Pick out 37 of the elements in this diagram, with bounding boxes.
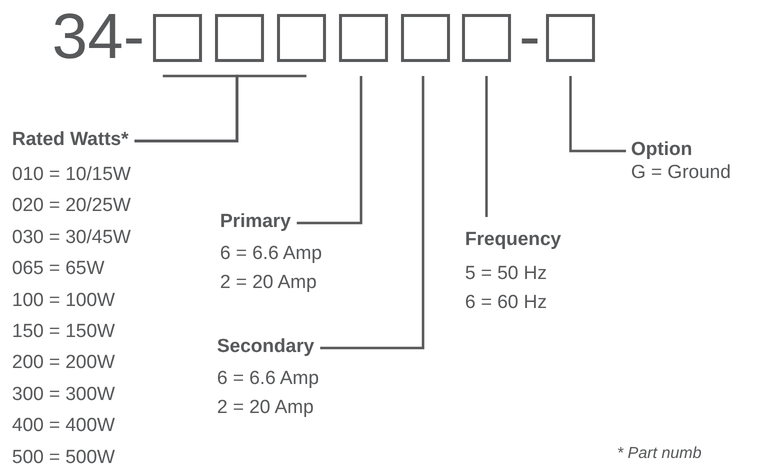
part-number-prefix: 34-	[52, 0, 144, 72]
leader-line	[485, 76, 488, 217]
code-value: 010 = 10/15W	[12, 164, 131, 186]
code-value: 300 = 300W	[12, 384, 115, 406]
code-value: 200 = 200W	[12, 352, 115, 374]
digit-box	[546, 14, 595, 62]
code-value: 030 = 30/45W	[12, 226, 131, 249]
digit-box	[339, 14, 388, 62]
field-heading: Frequency	[465, 229, 562, 251]
code-value: 150 = 150W	[12, 321, 115, 343]
separator-dash: -	[519, 0, 540, 72]
digit-box	[153, 14, 202, 62]
leader-line	[296, 76, 362, 224]
field-heading: Option	[631, 139, 692, 161]
field-heading: Primary	[220, 211, 291, 233]
code-value: G = Ground	[631, 162, 731, 184]
leader-line	[134, 74, 306, 142]
digit-box	[277, 14, 326, 62]
field-heading: Secondary	[217, 336, 314, 358]
code-value: 2 = 20 Amp	[217, 397, 314, 419]
leader-line	[569, 76, 626, 152]
digit-box	[401, 14, 450, 62]
code-value: 100 = 100W	[12, 290, 115, 312]
code-value: 020 = 20/25W	[12, 195, 131, 218]
footnote: * Part numb	[617, 444, 702, 464]
code-value: 500 = 500W	[12, 446, 115, 469]
code-value: 6 = 6.6 Amp	[217, 368, 319, 390]
leader-line	[320, 76, 424, 350]
code-value: 400 = 400W	[12, 415, 115, 438]
code-value: 6 = 60 Hz	[465, 292, 547, 314]
field-heading: Rated Watts*	[12, 129, 128, 151]
code-value: 5 = 50 Hz	[465, 263, 547, 285]
code-value: 2 = 20 Amp	[220, 272, 317, 294]
code-value: 065 = 65W	[12, 258, 104, 280]
digit-box	[215, 14, 264, 62]
digit-box	[462, 14, 511, 62]
code-value: 6 = 6.6 Amp	[220, 243, 322, 265]
